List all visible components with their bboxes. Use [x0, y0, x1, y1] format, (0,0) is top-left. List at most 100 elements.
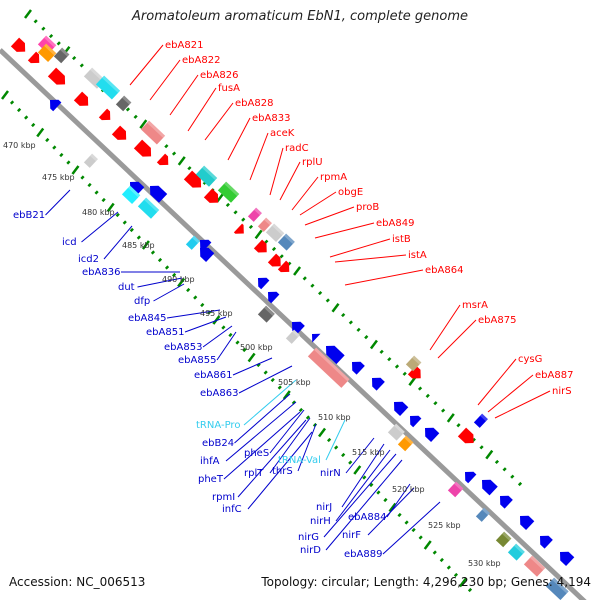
inner-tick — [247, 352, 256, 363]
inner-tick — [94, 190, 99, 195]
outer-tick — [379, 349, 384, 354]
inner-tick — [453, 572, 458, 578]
inner-tick — [80, 175, 85, 180]
kbp-label: 530 kbp — [468, 559, 501, 568]
forward-feature-box — [53, 47, 70, 64]
reverse-gene-label: nirH — [310, 516, 331, 527]
reverse-gene — [465, 471, 477, 484]
outer-tick — [510, 474, 515, 479]
leader-line — [225, 401, 297, 462]
leader-line — [344, 269, 424, 286]
inner-tick — [36, 127, 45, 138]
inner-tick — [66, 160, 71, 165]
forward-gene-label: proB — [356, 202, 379, 213]
outer-tick — [264, 239, 269, 244]
reverse-gene — [50, 99, 62, 112]
reverse-gene-label: pheT — [198, 474, 224, 485]
forward-gene-label: ebA822 — [182, 55, 220, 66]
outer-tick — [325, 298, 330, 303]
leader-line — [314, 222, 375, 239]
reverse-gene — [500, 495, 513, 509]
forward-gene — [156, 153, 169, 166]
outer-tick — [177, 156, 186, 166]
forward-gene-label: rplU — [302, 157, 323, 168]
leader-line — [297, 423, 317, 472]
leader-line — [494, 390, 551, 419]
inner-tick — [446, 565, 451, 570]
forward-feature-box — [37, 43, 57, 62]
forward-gene-label: istA — [408, 250, 427, 261]
reverse-gene-label: ebA855 — [178, 355, 216, 366]
outer-tick — [139, 119, 148, 129]
outer-tick — [446, 413, 455, 423]
outer-tick — [33, 19, 38, 24]
forward-feature-box — [95, 75, 121, 100]
forward-gene-label: ebA849 — [376, 218, 414, 229]
reverse-gene-label: icd — [62, 237, 77, 248]
inner-tick — [282, 390, 291, 400]
outer-tick — [171, 151, 177, 156]
reverse-gene-label: nirF — [342, 530, 361, 541]
outer-tick — [356, 327, 361, 332]
forward-feature-box — [217, 181, 240, 203]
leader-line — [269, 409, 305, 454]
reverse-gene — [150, 185, 168, 203]
inner-tick — [115, 212, 120, 218]
outer-tick — [456, 423, 461, 428]
leader-line — [202, 325, 233, 348]
forward-gene-label: cysG — [518, 354, 542, 365]
leader-line — [291, 176, 319, 211]
kbp-label: 480 kbp — [82, 208, 115, 217]
inner-tick — [45, 137, 50, 143]
forward-gene-label: fusA — [218, 83, 240, 94]
reverse-gene-label: infC — [222, 504, 242, 515]
reverse-gene-label: ebB21 — [13, 210, 45, 221]
inner-tick — [277, 385, 282, 390]
forward-gene-label: msrA — [462, 300, 488, 311]
inner-tick — [305, 415, 311, 420]
reverse-feature-box — [507, 543, 525, 561]
inner-tick — [439, 557, 444, 563]
inner-tick — [228, 332, 233, 338]
leader-line — [299, 191, 337, 216]
reverse-gene — [520, 515, 535, 530]
inner-tick — [404, 520, 409, 525]
leader-line — [269, 417, 311, 474]
leader-line — [382, 501, 441, 555]
inner-tick — [256, 362, 261, 368]
outer-tick — [517, 481, 523, 487]
inner-tick — [52, 145, 57, 150]
reverse-gene-label: nirJ — [316, 502, 332, 513]
forward-feature-box — [257, 217, 272, 232]
outer-tick — [331, 303, 340, 313]
inner-tick — [263, 370, 268, 375]
kbp-label: 505 kbp — [278, 378, 311, 387]
inner-tick — [432, 550, 437, 555]
forward-gene — [233, 223, 244, 234]
leader-line — [325, 419, 346, 461]
forward-gene — [203, 188, 219, 203]
reverse-feature-box — [397, 435, 414, 452]
outer-tick — [216, 192, 225, 203]
reverse-gene — [482, 479, 498, 496]
outer-tick — [133, 114, 138, 119]
inner-tick — [362, 475, 367, 480]
leader-line — [81, 211, 119, 243]
leader-line — [153, 283, 185, 302]
outer-tick — [125, 107, 131, 112]
leader-line — [45, 189, 71, 216]
forward-gene — [73, 91, 89, 106]
outer-tick — [318, 290, 323, 296]
leader-line — [247, 431, 313, 510]
leader-line — [137, 277, 183, 288]
outer-tick — [387, 357, 392, 362]
outer-tick — [348, 320, 353, 325]
accession-text: Accession: NC_006513 — [9, 575, 146, 589]
inner-tick — [136, 235, 141, 240]
label-leader-lines — [45, 44, 551, 555]
reverse-gene-label: ebA889 — [344, 549, 382, 560]
forward-gene-label: nirS — [552, 386, 572, 397]
leader-line — [184, 316, 227, 333]
outer-tick — [48, 33, 54, 39]
